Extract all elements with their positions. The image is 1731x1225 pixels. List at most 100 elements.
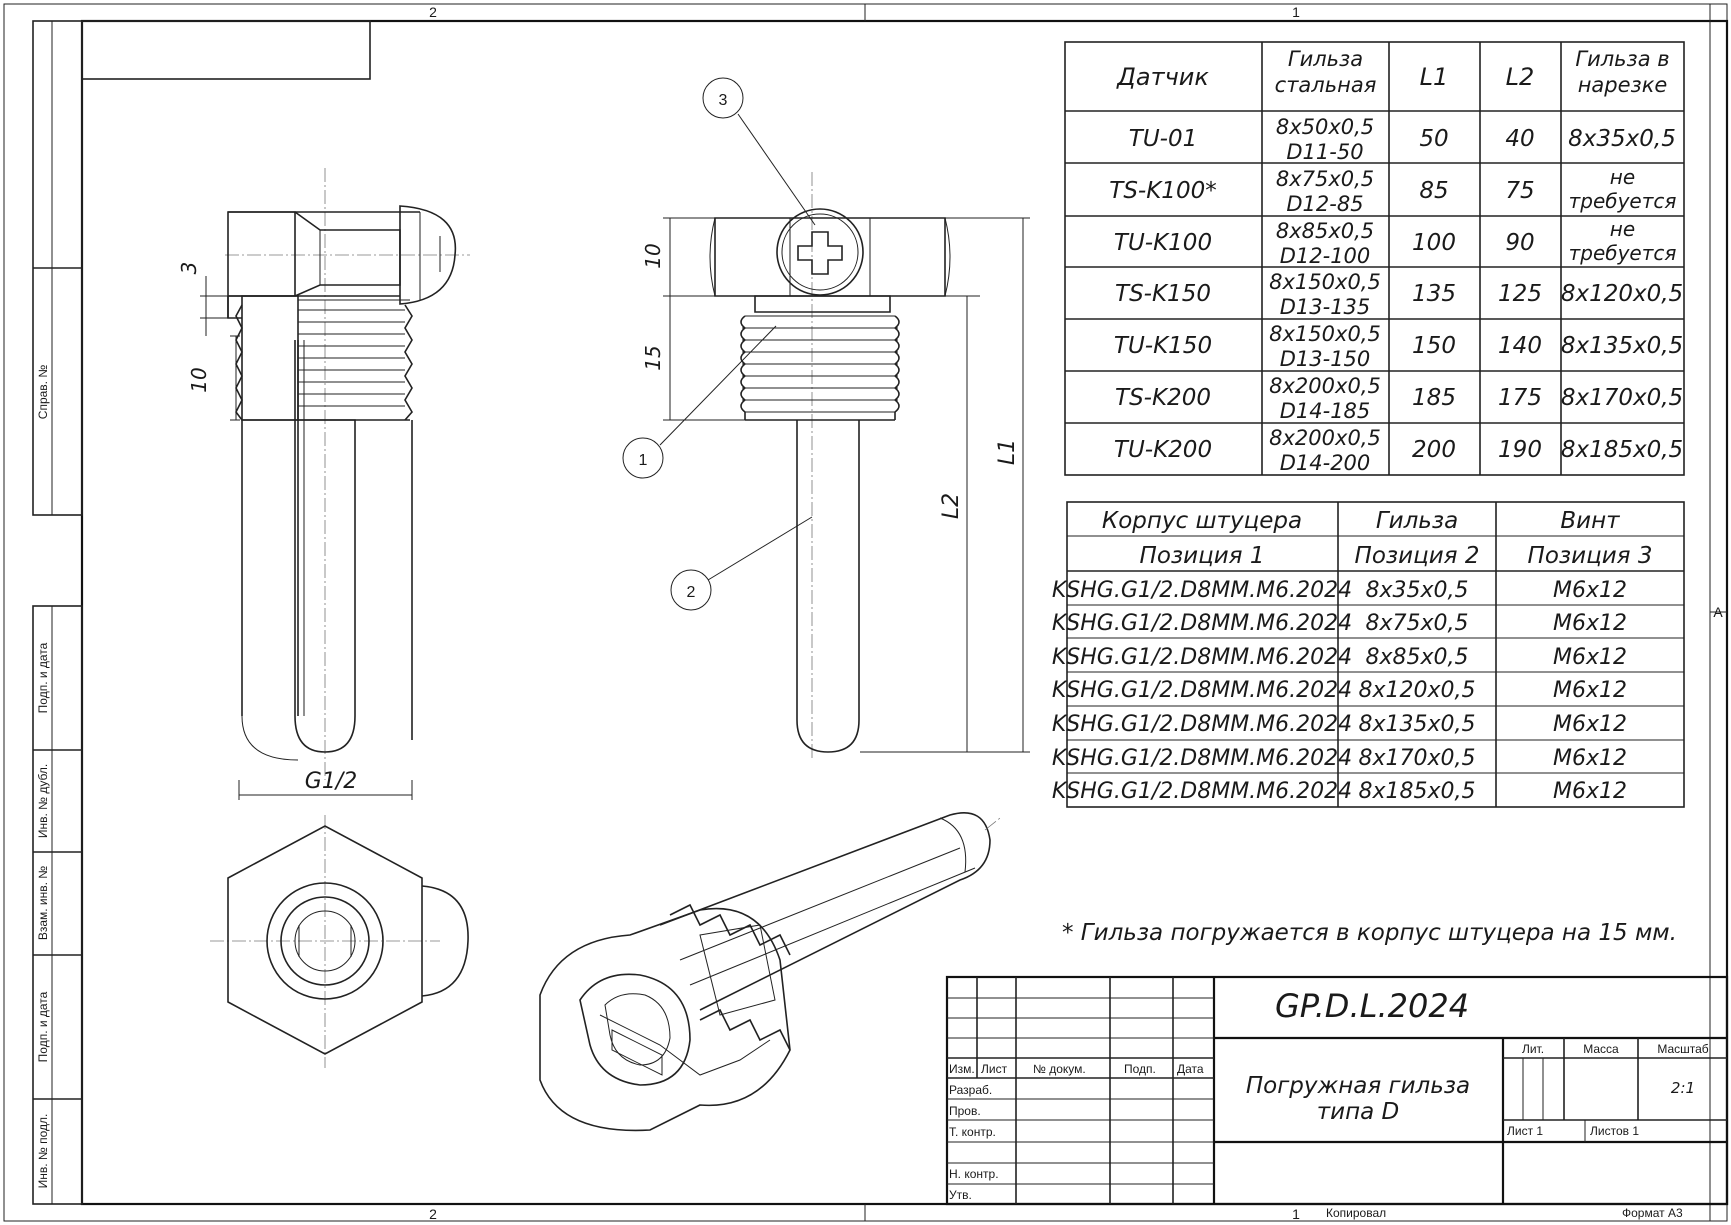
sensor-cell: 125 — [1498, 281, 1542, 307]
callout-2: 2 — [687, 584, 696, 601]
title-block: Изм. Лист № докум. Подп. Дата Разраб. Пр… — [945, 975, 1729, 1206]
sensor-cell: D14-200 — [1280, 451, 1371, 475]
sensor-row-0: TU-01 8x50x0,5 D11-50 50 40 8x35x0,5 — [1129, 115, 1676, 164]
sensor-row-6: TU-K200 8x200x0,5 D14-200 200 190 8x185x… — [1114, 426, 1683, 475]
sensor-cell: 50 — [1419, 126, 1448, 152]
sensor-cell: 185 — [1412, 385, 1456, 411]
sensor-cell: D13-135 — [1280, 295, 1371, 319]
tb-name-line1: Погружная гильза — [1246, 1073, 1470, 1099]
tb-lit: Лит. — [1522, 1042, 1544, 1056]
tb-date: Дата — [1177, 1062, 1204, 1076]
tb-izm: Изм. — [949, 1062, 975, 1076]
parts-cell: M6x12 — [1553, 678, 1627, 703]
tb-doc: № докум. — [1033, 1062, 1086, 1076]
sensor-cell: 8x185x0,5 — [1561, 437, 1683, 463]
front-thread — [740, 315, 900, 421]
parts-cell: 8x170x0,5 — [1358, 746, 1475, 771]
sensor-cell: 135 — [1412, 281, 1456, 307]
sensor-cell: 8x35x0,5 — [1568, 126, 1676, 152]
sensor-cell: 8x135x0,5 — [1561, 333, 1683, 359]
parts-cell: KSHG.G1/2.D8MM.M6.2024 — [1052, 779, 1352, 804]
format-label: Формат A3 — [1622, 1206, 1683, 1220]
sensor-cell: 8x85x0,5 — [1276, 219, 1374, 243]
zone-top-right: 1 — [1292, 4, 1300, 20]
immersion-note: * Гильза погружается в корпус штуцера на… — [1062, 920, 1677, 946]
sensor-cell: 85 — [1419, 178, 1448, 204]
sensor-cell: D12-85 — [1286, 192, 1363, 216]
dim-l1: L1 — [995, 439, 1020, 465]
zone-bottom-left: 2 — [429, 1206, 437, 1222]
tb-nkontr: Н. контр. — [949, 1167, 999, 1181]
parts-cell: M6x12 — [1553, 611, 1627, 636]
parts-position-1: Позиция 1 — [1140, 543, 1265, 569]
sensor-row-5: TS-K200 8x200x0,5 D14-185 185 175 8x170x… — [1115, 374, 1683, 423]
parts-cell: KSHG.G1/2.D8MM.M6.2024 — [1052, 746, 1352, 771]
zone-side: A — [1713, 604, 1723, 620]
side-label-4: Подп. и дата — [36, 991, 50, 1062]
sensor-cell: TS-K200 — [1115, 385, 1211, 411]
parts-cell: 8x120x0,5 — [1358, 678, 1475, 703]
sensor-cell: 190 — [1498, 437, 1542, 463]
parts-cell: KSHG.G1/2.D8MM.M6.2024 — [1052, 678, 1352, 703]
thread-teeth — [235, 299, 413, 421]
sensor-cell: 8x200x0,5 — [1269, 374, 1381, 398]
parts-header-sleeve: Гильза — [1376, 508, 1458, 534]
sensor-cell: TU-K100 — [1114, 230, 1212, 256]
end-view — [210, 815, 469, 1068]
sensor-table: Датчик Гильза стальная L1 L2 Гильза в на… — [1064, 41, 1685, 476]
tb-scale-label: Масштаб — [1657, 1042, 1708, 1056]
parts-cell: 8x35x0,5 — [1365, 578, 1468, 603]
iso-threads — [599, 903, 791, 1076]
sensor-row-3: TS-K150 8x150x0,5 D13-135 135 125 8x120x… — [1115, 270, 1683, 319]
dim-10-left: 10 — [187, 367, 211, 392]
sensor-header-threaded: Гильза в нарезке — [1575, 47, 1669, 97]
sensor-cell: TS-K100* — [1109, 178, 1216, 204]
sheet-frame: 2 1 2 1 A Копировал Формат A3 — [3, 3, 1729, 1222]
dim-g12: G1/2 — [305, 769, 357, 794]
tb-prov: Пров. — [949, 1104, 981, 1118]
tb-mass: Масса — [1583, 1042, 1619, 1056]
sensor-header-sensor: Датчик — [1116, 63, 1209, 91]
zone-bottom-right: 1 — [1292, 1206, 1300, 1222]
dim-15: 15 — [641, 345, 665, 370]
sensor-cell: D13-150 — [1280, 347, 1371, 371]
parts-cell: M6x12 — [1553, 578, 1627, 603]
dim-3: 3 — [177, 262, 201, 275]
callout-circle-3 — [702, 77, 744, 119]
parts-cell: KSHG.G1/2.D8MM.M6.2024 — [1052, 611, 1352, 636]
side-label-1: Подп. и дата — [36, 642, 50, 713]
parts-header-screw: Винт — [1560, 508, 1620, 534]
tb-designation: GP.D.L.2024 — [1275, 987, 1469, 1025]
sensor-cell: 200 — [1412, 437, 1456, 463]
tb-tkontr: Т. контр. — [949, 1125, 996, 1139]
parts-position-2: Позиция 2 — [1355, 543, 1480, 569]
tb-utv: Утв. — [949, 1188, 972, 1202]
sensor-cell: 8x170x0,5 — [1561, 385, 1683, 411]
parts-cell: 8x185x0,5 — [1358, 779, 1475, 804]
copied-by-label: Копировал — [1326, 1206, 1386, 1220]
parts-cell: M6x12 — [1553, 746, 1627, 771]
sensor-cell: TU-K150 — [1114, 333, 1212, 359]
sensor-row-4: TU-K150 8x150x0,5 D13-150 150 140 8x135x… — [1114, 322, 1683, 371]
sensor-cell: 150 — [1412, 333, 1456, 359]
tb-list: Лист — [981, 1062, 1008, 1076]
parts-cell: KSHG.G1/2.D8MM.M6.2024 — [1052, 712, 1352, 737]
side-label-3: Взам. инв. № — [36, 866, 50, 940]
side-label-0: Справ. № — [36, 365, 50, 420]
sensor-cell: 8x75x0,5 — [1276, 167, 1374, 191]
side-label-5: Инв. № подл. — [36, 1114, 50, 1189]
tb-name-line2: типа D — [1317, 1099, 1400, 1125]
dim-l2: L2 — [939, 493, 964, 519]
callout-1: 1 — [639, 452, 648, 469]
sensor-header-l1: L1 — [1420, 63, 1449, 91]
sensor-cell: 40 — [1505, 126, 1534, 152]
sensor-row-2: TU-K100 8x85x0,5 D12-100 100 90 не требу… — [1114, 217, 1676, 268]
tb-sheets: Листов 1 — [1590, 1124, 1639, 1138]
sensor-row-1: TS-K100* 8x75x0,5 D12-85 85 75 не требуе… — [1109, 165, 1677, 216]
side-label-2: Инв. № дубл. — [36, 764, 50, 838]
sensor-cell: 75 — [1505, 178, 1534, 204]
sensor-cell: не требуется — [1569, 165, 1677, 213]
tb-sheet: Лист 1 — [1507, 1124, 1543, 1138]
sensor-cell: 8x50x0,5 — [1276, 115, 1374, 139]
sensor-cell: D12-100 — [1280, 244, 1371, 268]
